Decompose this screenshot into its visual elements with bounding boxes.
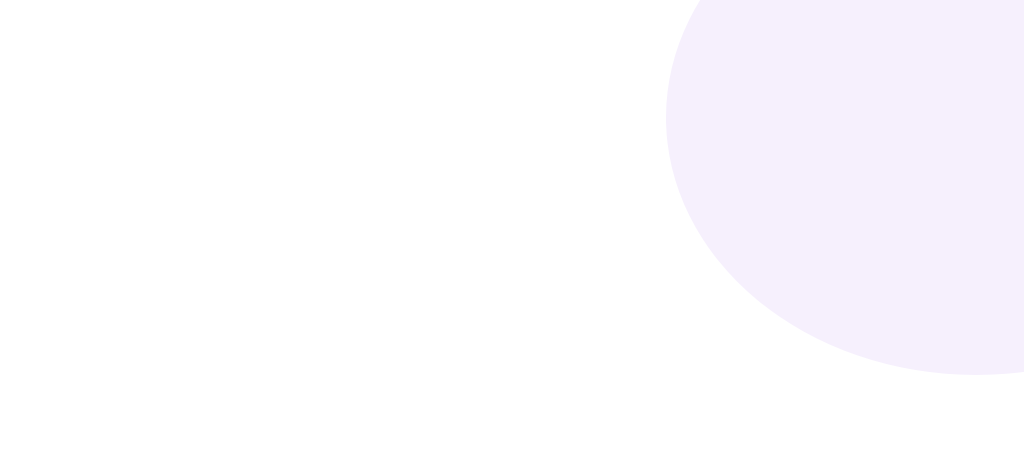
decorative-background-blob xyxy=(666,0,1024,375)
